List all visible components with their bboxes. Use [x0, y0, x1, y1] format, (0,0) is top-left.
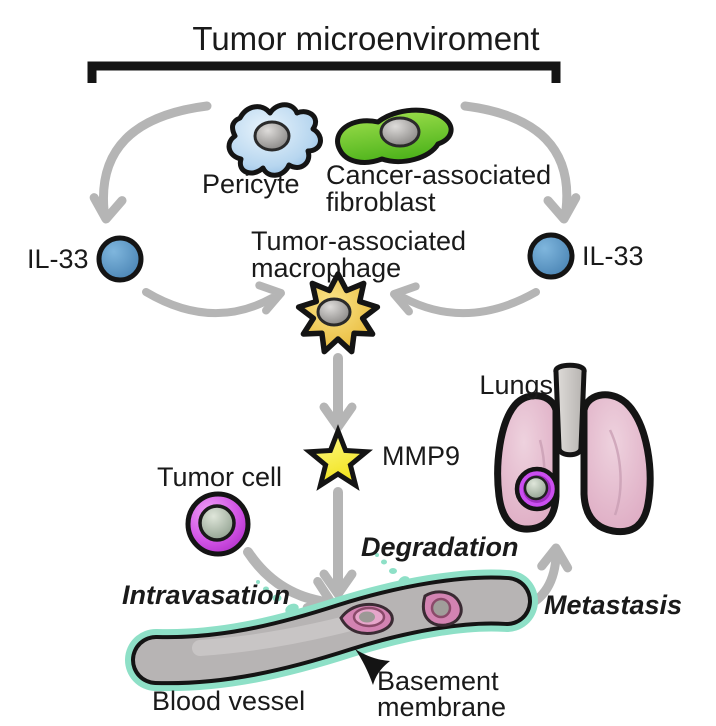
intravascular-tumor-cell-1: [339, 602, 394, 635]
caf-nucleus: [379, 116, 421, 148]
tam-label-line1: Tumor-associated: [251, 226, 466, 256]
pericyte-label: Pericyte: [202, 169, 300, 199]
lung-right-lobe: [580, 391, 654, 536]
lungs-label: Lungs: [479, 370, 553, 400]
blood-vessel: [125, 569, 538, 692]
macrophage-cell-icon: [295, 271, 381, 355]
mmp9-star-icon: [302, 424, 374, 491]
basement-membrane-label-line1: Basement: [377, 666, 499, 696]
intravascular-tumor-cell-2: [422, 590, 463, 627]
basement-membrane-arrowhead-icon: [355, 649, 390, 685]
diagram-title: Tumor microenviroment: [192, 20, 539, 57]
metastatic-tumor-cell-icon: [514, 466, 560, 512]
tumor-cell-icon: [185, 491, 251, 557]
il33-molecule-right-icon: [527, 232, 575, 280]
tam-label-line2: macrophage: [251, 253, 401, 283]
arrow-macrophage-to-mmp9: [319, 353, 357, 432]
il33-right-label: IL-33: [582, 241, 644, 271]
lungs-icon: [494, 362, 654, 536]
trachea: [553, 362, 587, 458]
intravasation-label: Intravasation: [122, 580, 290, 610]
pericyte-cell-icon: [226, 102, 323, 178]
lung-left-lobe: [494, 392, 560, 533]
degradation-droplets: [256, 553, 410, 615]
macrophage-nucleus: [316, 297, 352, 327]
arrow-il33-left-to-macrophage: [142, 281, 285, 317]
metastasis-label: Metastasis: [544, 590, 682, 620]
caf-cell-icon: [335, 107, 454, 165]
arrow-il33-right-to-macrophage: [390, 282, 540, 318]
caf-label-line2: fibroblast: [326, 187, 436, 217]
il33-left-label: IL-33: [27, 244, 89, 274]
blood-vessel-label: Blood vessel: [152, 686, 305, 716]
lung-fissure-line: [608, 429, 622, 516]
degradation-label: Degradation: [361, 532, 519, 562]
arrow-tme-to-il33-right: [460, 101, 581, 224]
tumor-microenvironment-bracket: [87, 61, 561, 83]
arrow-tme-to-il33-left: [89, 101, 212, 224]
mmp9-label: MMP9: [382, 441, 460, 471]
tumor-cell-label: Tumor cell: [157, 462, 282, 492]
basement-membrane-label-line2: membrane: [377, 692, 506, 722]
arrow-mmp9-to-vessel: [319, 487, 357, 599]
pericyte-nucleus: [253, 120, 291, 152]
il33-molecule-left-icon: [96, 235, 144, 283]
caf-label-line1: Cancer-associated: [326, 160, 551, 190]
